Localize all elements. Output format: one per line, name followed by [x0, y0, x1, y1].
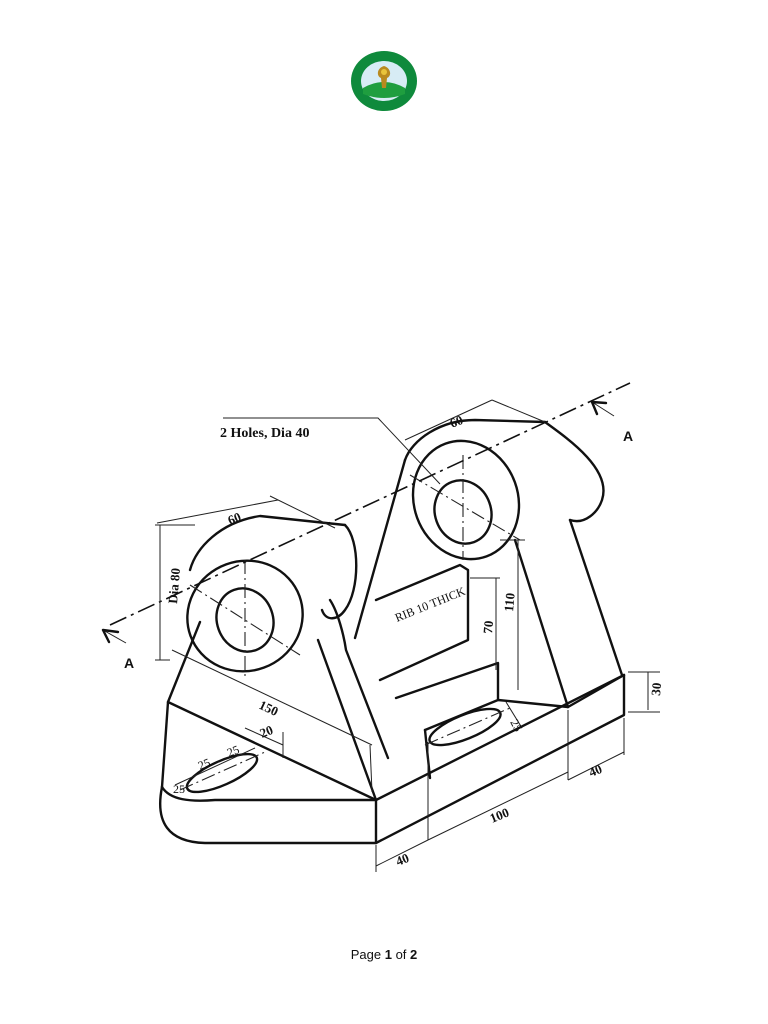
- rib: [374, 563, 570, 780]
- right-hole: [433, 479, 493, 545]
- footer-total-pages: 2: [410, 947, 418, 962]
- dim-slot-half-25: 25: [196, 755, 212, 772]
- left-slot: [185, 752, 259, 794]
- seal-flower: [381, 69, 387, 75]
- institution-seal-logo: [351, 51, 417, 111]
- dim-base-thick-30: 30: [648, 682, 664, 696]
- dim-slot-radius-25: 25: [173, 782, 185, 796]
- dim-top-right-60: 60: [448, 412, 466, 431]
- cutting-plane-a: A A: [101, 382, 633, 671]
- dim-right-slot-25: 25: [507, 717, 525, 734]
- dim-length-150: 150: [257, 697, 281, 719]
- dim-height-70: 70: [480, 620, 496, 634]
- dim-slot-width-20: 20: [258, 722, 276, 741]
- dimension-lines: [155, 399, 660, 872]
- holes-callout: 2 Holes, Dia 40: [220, 426, 309, 441]
- slots: [179, 707, 511, 794]
- right-pedestal: [353, 418, 624, 709]
- dim-base-100: 100: [488, 805, 512, 826]
- footer-current-page: 1: [384, 947, 392, 962]
- footer-of: of: [395, 947, 407, 962]
- dim-base-40-right: 40: [587, 761, 605, 780]
- left-pedestal: [166, 514, 390, 802]
- footer-prefix: Page: [350, 947, 382, 962]
- left-boss-face: [186, 559, 304, 673]
- dim-boss-dia-80: Dia 80: [165, 567, 183, 604]
- page-footer: Page 1 of 2: [0, 947, 768, 962]
- section-label-left: A: [124, 655, 134, 671]
- center-lines: [189, 455, 521, 680]
- seal-green-hill: [363, 82, 405, 98]
- dim-height-110: 110: [501, 592, 518, 612]
- rib-callout: RIB 10 THICK: [393, 584, 468, 625]
- right-boss-face: [411, 439, 521, 561]
- dim-slot-pitch-25: 25: [225, 742, 241, 759]
- dim-base-40-left: 40: [394, 850, 412, 869]
- dim-top-left-60: 60: [226, 509, 244, 528]
- left-hole: [215, 587, 275, 653]
- section-label-right: A: [623, 428, 633, 444]
- base-plate: [159, 673, 626, 845]
- seal-tree-icon: [377, 66, 391, 88]
